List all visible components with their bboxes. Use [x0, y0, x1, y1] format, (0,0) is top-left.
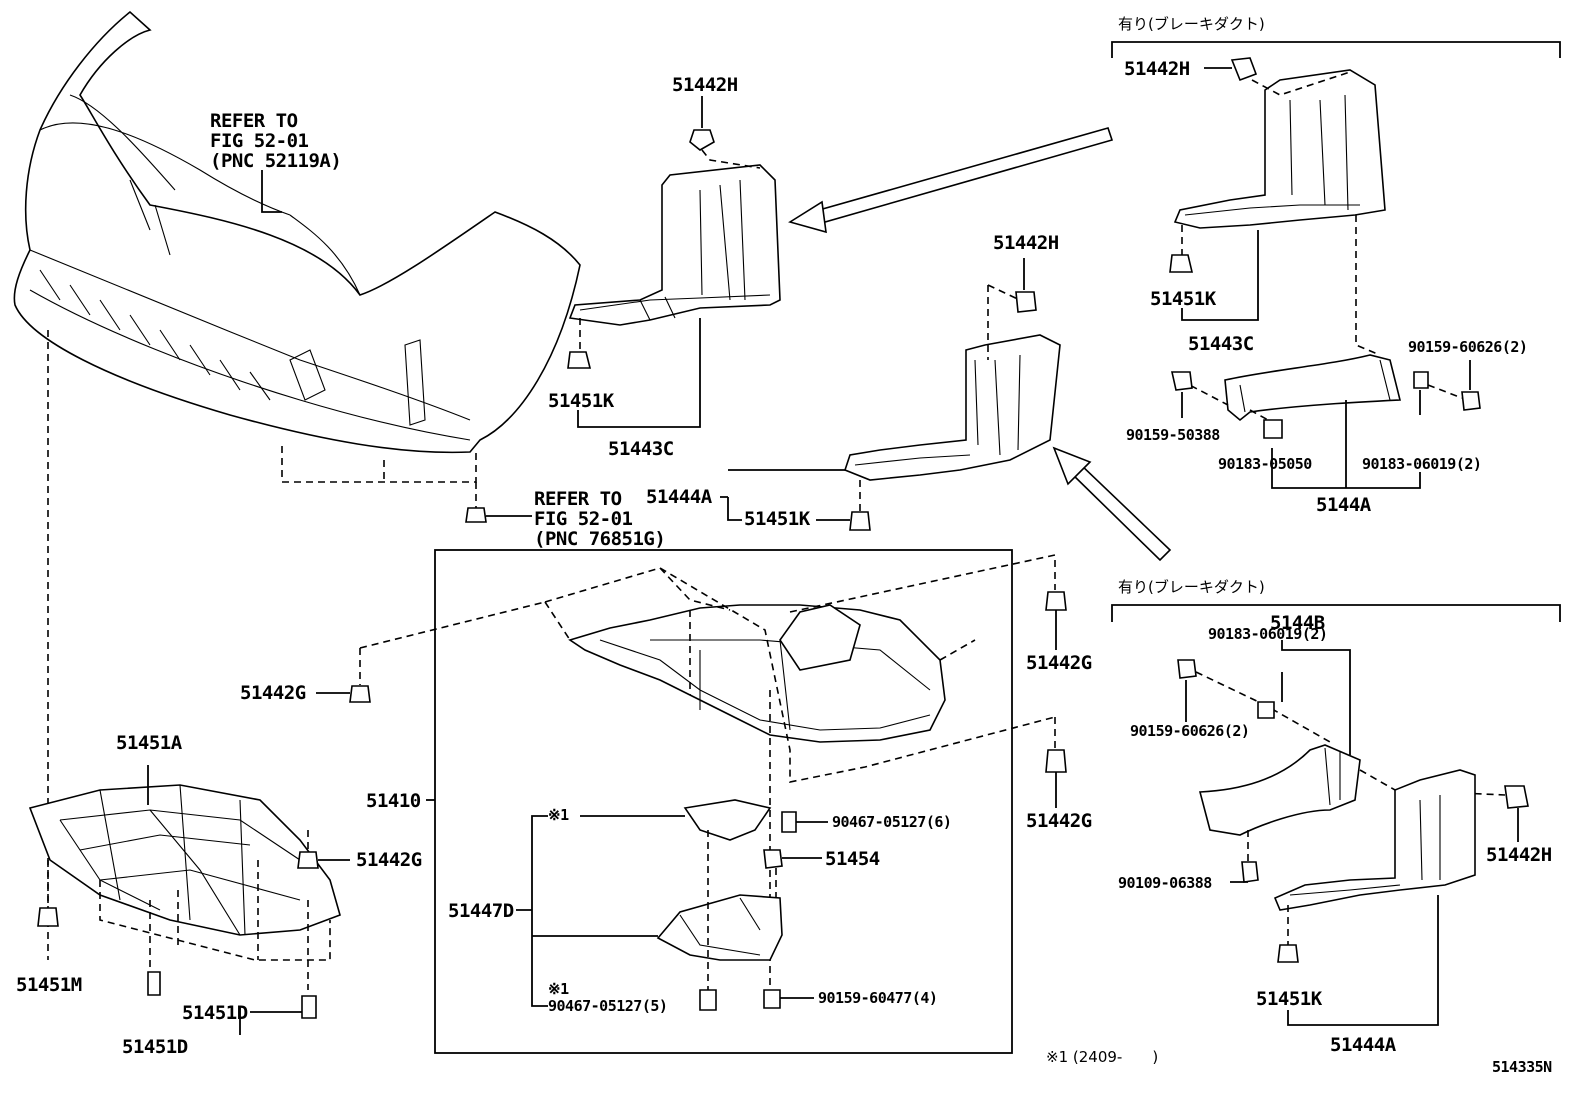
note-marker: ※1 [548, 806, 569, 824]
part-callout: 90467-05127(5) [548, 997, 668, 1015]
part-callout: 51410 [366, 790, 421, 812]
part-callout: 51442H [1486, 844, 1552, 866]
brake-duct-variant-label-bottom: 有り(ブレーキダクト) [1118, 578, 1265, 596]
part-callout: 51451D [122, 1036, 188, 1058]
part-callout: 5144B [1270, 612, 1325, 634]
part-callout: 51451K [548, 390, 614, 412]
part-callout: 51451K [1150, 288, 1216, 310]
part-callout: 51442H [1124, 58, 1190, 80]
bumper-side-bracket-middle [844, 334, 1061, 481]
part-callout: 90159-50388 [1126, 426, 1220, 444]
engine-under-cover-front [28, 784, 341, 936]
part-callout: 90467-05127(6) [832, 813, 952, 831]
part-callout: 51443C [608, 438, 674, 460]
engine-under-cover [568, 604, 946, 743]
lower-brake-duct-bracket [1273, 769, 1476, 911]
part-callout: 51443C [1188, 333, 1254, 355]
upper-brake-duct-bracket [1173, 69, 1386, 229]
refer-note-upper-line1: REFER TO [210, 110, 298, 132]
refer-note-lower-line1: REFER TO [534, 488, 622, 510]
part-callout: 90109-06388 [1118, 874, 1212, 892]
part-callout: 51442G [356, 849, 422, 871]
refer-note-upper-line3: (PNC 52119A) [210, 150, 342, 172]
part-callout: 51442H [993, 232, 1059, 254]
part-callout: 51442G [1026, 652, 1092, 674]
part-callout: 90159-60477(4) [818, 989, 938, 1007]
refer-note-upper-line2: FIG 52-01 [210, 130, 309, 152]
part-callout: 90183-06019(2) [1362, 455, 1482, 473]
part-callout: 51454 [825, 848, 880, 870]
part-callout: 51442G [1026, 810, 1092, 832]
part-callout: 51451K [744, 508, 810, 530]
part-callout: 51444A [646, 486, 712, 508]
upper-brake-duct [1224, 354, 1402, 422]
part-callout: 51442H [672, 74, 738, 96]
part-callout: 51444A [1330, 1034, 1396, 1056]
part-callout: 90183-05050 [1218, 455, 1312, 473]
front-bumper-cover [13, 10, 581, 454]
engine-under-cover-group-frame [434, 549, 1013, 1054]
refer-note-lower-line3: (PNC 76851G) [534, 528, 666, 550]
note-marker: ※1 [548, 980, 569, 998]
footnote: ※1 (2409- ) [1046, 1048, 1159, 1066]
part-callout: 51451K [1256, 988, 1322, 1010]
refer-note-lower-line2: FIG 52-01 [534, 508, 633, 530]
part-callout: 90159-60626(2) [1408, 338, 1528, 356]
part-callout: 90159-60626(2) [1130, 722, 1250, 740]
part-callout: 90183-06019(2) [1208, 625, 1328, 643]
part-callout: 51451D [182, 1002, 248, 1024]
lower-brake-duct [1198, 744, 1361, 836]
bumper-side-bracket-center [568, 164, 781, 326]
part-callout: 51442G [240, 682, 306, 704]
brake-duct-variant-label-top: 有り(ブレーキダクト) [1118, 15, 1265, 33]
part-callout: 51447D [448, 900, 514, 922]
diagram-code: 514335N [1492, 1058, 1552, 1076]
part-callout: 5144A [1316, 494, 1371, 516]
part-callout: 51451M [16, 974, 82, 996]
part-callout: 51451A [116, 732, 182, 754]
